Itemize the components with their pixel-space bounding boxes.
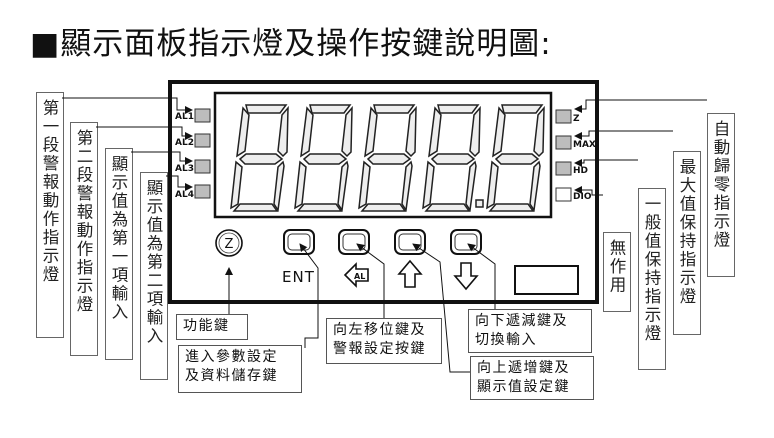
callout-down-key-line2: 切換輸入 [475, 332, 537, 348]
callout-down-key-line1: 向下遞減鍵及 [475, 313, 568, 329]
function-key [215, 229, 243, 257]
callout-left-key-line1: 向左移位鍵及 [333, 322, 426, 338]
function-key-symbol: Z [225, 237, 234, 252]
label-display-input1: 顯示值為第一項輸入 [109, 155, 128, 322]
label-box-max: 最大值保持指示燈 [673, 151, 701, 335]
text-al3: AL3 [175, 164, 194, 174]
text-hd: HD [573, 166, 588, 176]
led-al2 [194, 133, 211, 148]
label-box-al1: 第一段警報動作指示燈 [36, 92, 64, 338]
led-al1 [194, 108, 211, 123]
label-box-input2: 顯示值為第二項輸入 [140, 172, 168, 380]
label-value-hold: 一般值保持指示燈 [642, 195, 661, 343]
callout-function-key: 功能鍵 [176, 314, 248, 340]
text-al4: AL4 [175, 190, 194, 200]
callout-down-key: 向下遞減鍵及 切換輸入 [468, 309, 592, 353]
decimal-point [475, 199, 484, 208]
left-arrow-icon [343, 262, 369, 288]
led-dio [555, 187, 572, 202]
callout-up-key-line2: 顯示值設定鍵 [477, 379, 570, 395]
callout-up-key: 向上遞增鍵及 顯示值設定鍵 [470, 356, 594, 400]
text-z: Z [573, 114, 580, 124]
ent-key-label: ENT [282, 268, 315, 286]
label-box-hold: 一般值保持指示燈 [638, 188, 666, 370]
label-no-function: 無作用 [607, 239, 626, 295]
label-box-dio: 無作用 [603, 232, 631, 312]
callout-ent-key: 進入參數設定 及資料儲存鍵 [178, 345, 302, 393]
callout-ent-key-line1: 進入參數設定 [185, 349, 278, 365]
callout-left-key: 向左移位鍵及 警報設定按鍵 [326, 318, 442, 364]
led-zero [555, 109, 572, 124]
callout-function-key-text: 功能鍵 [183, 318, 230, 334]
label-box-zero: 自動歸零指示燈 [707, 113, 735, 277]
label-auto-zero: 自動歸零指示燈 [711, 120, 730, 250]
blank-window [514, 265, 579, 295]
label-max-hold: 最大值保持指示燈 [677, 158, 696, 306]
label-box-al2: 第二段警報動作指示燈 [70, 122, 98, 356]
callout-left-key-line2: 警報設定按鍵 [333, 341, 426, 357]
label-box-input1: 顯示值為第一項輸入 [105, 148, 133, 360]
callout-up-key-line1: 向上遞增鍵及 [477, 360, 570, 376]
led-hd [555, 161, 572, 176]
text-al1: AL1 [175, 112, 194, 122]
up-arrow-icon [397, 259, 423, 288]
page-title: ■顯示面板指示燈及操作按鍵說明圖: [30, 26, 552, 62]
left-key-label: AL [354, 272, 365, 281]
led-max [555, 135, 572, 150]
led-al4 [194, 184, 211, 199]
text-dio: DIO [573, 192, 592, 202]
led-al3 [194, 159, 211, 174]
label-al1-alarm: 第一段警報動作指示燈 [40, 99, 59, 284]
text-max: MAX [573, 140, 596, 150]
text-al2: AL2 [175, 138, 194, 148]
label-display-input2: 顯示值為第二項輸入 [144, 179, 163, 346]
callout-ent-key-line2: 及資料儲存鍵 [185, 368, 278, 384]
label-al2-alarm: 第二段警報動作指示燈 [74, 129, 93, 314]
down-arrow-icon [453, 262, 479, 291]
